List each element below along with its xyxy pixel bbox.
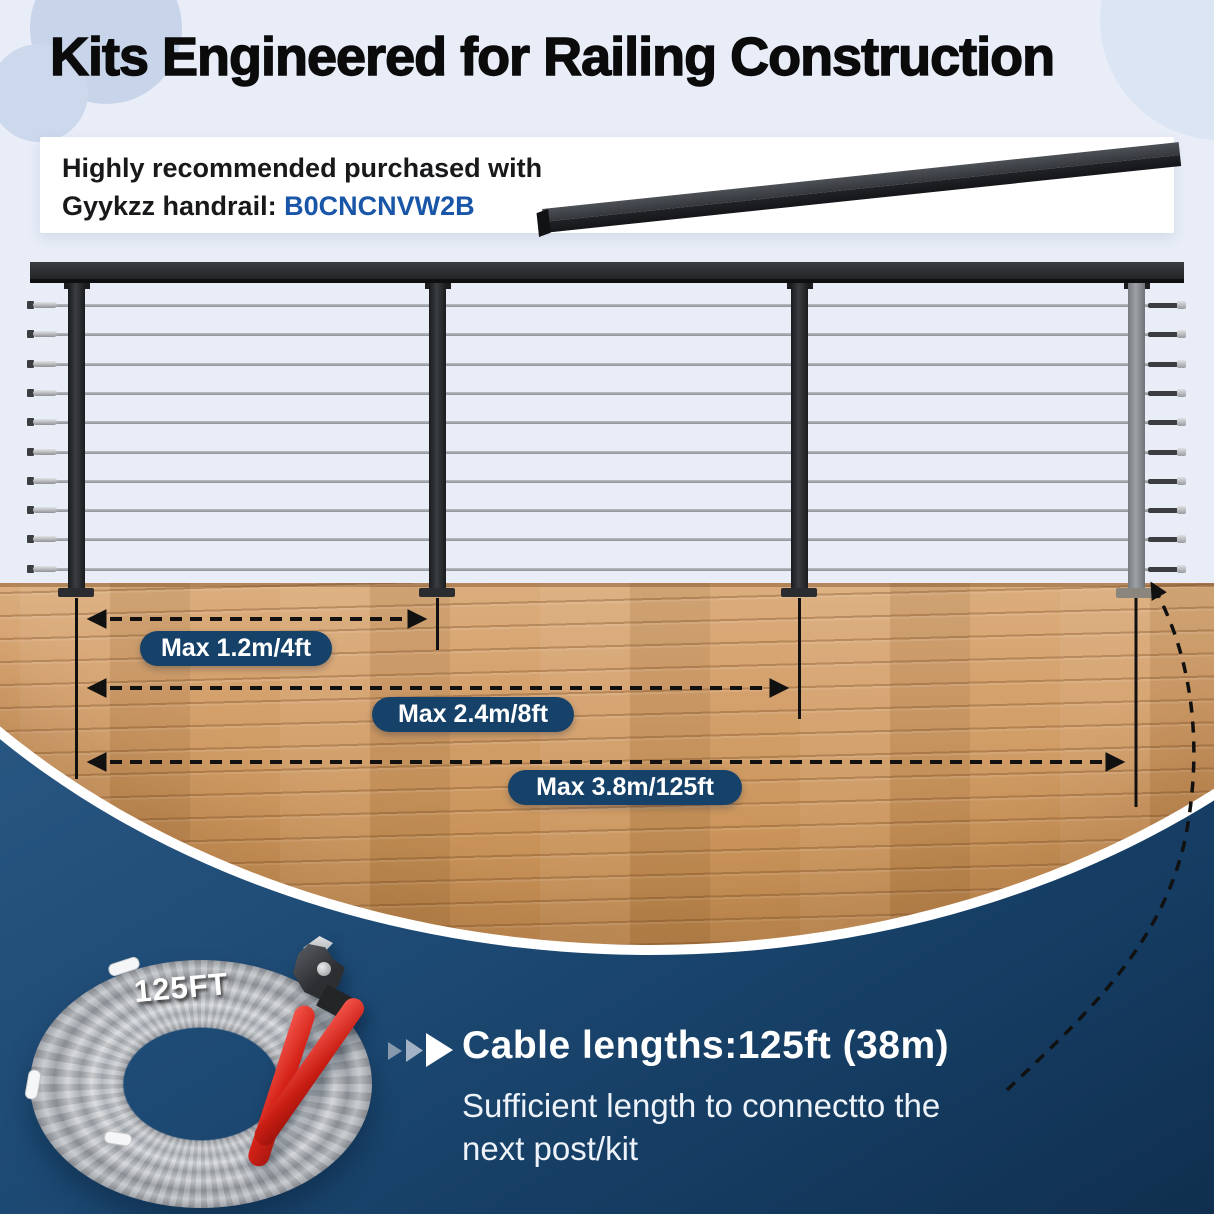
cable-fitting <box>27 448 34 456</box>
measurement-badge-125ft: Max 3.8m/125ft <box>508 770 742 805</box>
cable-fitting <box>1148 391 1178 396</box>
cable-line <box>33 304 1185 307</box>
railing-post-3 <box>791 283 808 590</box>
cable-fitting <box>1177 477 1186 485</box>
cable-line <box>33 480 1185 483</box>
measurement-badge-8ft: Max 2.4m/8ft <box>372 697 574 732</box>
recommendation-banner: Highly recommended purchased with Gyykzz… <box>40 137 1182 237</box>
cable-fitting <box>33 507 57 513</box>
cable-line <box>33 392 1185 395</box>
cable-line <box>33 509 1185 512</box>
railing-post-1 <box>68 283 85 590</box>
cable-line <box>33 421 1185 424</box>
cable-fitting <box>33 566 57 572</box>
cable-fitting <box>1148 332 1178 337</box>
cable-line <box>33 568 1185 571</box>
cable-fitting <box>33 361 57 367</box>
cable-fitting <box>1177 506 1186 514</box>
cable-fitting <box>27 565 34 573</box>
cable-fitting <box>1177 389 1186 397</box>
cable-fitting <box>33 331 57 337</box>
cable-fitting <box>1148 450 1178 455</box>
recommendation-line1: Highly recommended purchased with <box>62 153 543 183</box>
cable-fitting <box>27 477 34 485</box>
cable-fitting <box>1148 420 1178 425</box>
cable-coil-image <box>30 960 372 1208</box>
cable-length-headline: Cable lengths:125ft (38m) <box>462 1024 950 1067</box>
cable-fitting <box>1148 362 1178 367</box>
cable-length-description: Sufficient length to connectto the next … <box>462 1084 940 1170</box>
cable-fitting <box>33 478 57 484</box>
cable-fitting <box>1177 448 1186 456</box>
cable-fitting <box>1177 330 1186 338</box>
cable-line <box>33 333 1185 336</box>
railing-top-rail-underside <box>30 279 1184 283</box>
description-line1: Sufficient length to connectto the <box>462 1087 941 1124</box>
cable-fitting <box>33 419 57 425</box>
cable-line <box>33 451 1185 454</box>
handrail-front-face <box>543 155 1182 233</box>
cutter-bolt <box>317 962 331 976</box>
railing-post-2 <box>429 283 446 590</box>
cable-fitting <box>1177 535 1186 543</box>
cable-fitting <box>33 302 57 308</box>
cable-fitting <box>1177 565 1186 573</box>
cable-fitting <box>27 301 34 309</box>
railing-end-post-gray <box>1128 283 1145 590</box>
decor-circle-small <box>0 44 88 142</box>
recommendation-text: Highly recommended purchased with Gyykzz… <box>62 149 542 225</box>
recommendation-line2: Gyykzz handrail: B0CNCNVW2B <box>62 191 475 221</box>
cable-fitting <box>1148 303 1178 308</box>
railing-top-rail <box>30 262 1184 279</box>
handrail-end-cap <box>536 208 551 237</box>
cable-fitting <box>1177 418 1186 426</box>
post-base <box>419 588 455 597</box>
cable-fitting <box>27 330 34 338</box>
post-base <box>58 588 94 597</box>
measurement-badge-4ft: Max 1.2m/4ft <box>140 631 332 666</box>
description-line2: next post/kit <box>462 1130 639 1167</box>
cable-fitting <box>1148 508 1178 513</box>
cable-fitting <box>27 389 34 397</box>
page-title: Kits Engineered for Railing Construction <box>49 26 1055 87</box>
cable-fitting <box>1177 360 1186 368</box>
cable-fitting <box>27 535 34 543</box>
cable-fitting <box>1177 301 1186 309</box>
cable-fitting <box>27 506 34 514</box>
post-base <box>781 588 817 597</box>
post-base-gray <box>1116 588 1156 598</box>
cable-fitting <box>1148 567 1178 572</box>
cable-fitting <box>27 418 34 426</box>
cable-coil-texture <box>30 960 372 1208</box>
handrail-top-face <box>542 142 1180 222</box>
floor-wall-junction <box>0 583 1214 587</box>
cable-line <box>33 363 1185 366</box>
handrail-asin-code: B0CNCNVW2B <box>284 191 475 221</box>
cable-fitting <box>1148 479 1178 484</box>
cable-line <box>33 538 1185 541</box>
cable-fitting <box>1148 537 1178 542</box>
cable-fitting <box>33 536 57 542</box>
cable-fitting <box>33 390 57 396</box>
cable-fitting <box>33 449 57 455</box>
cable-fitting <box>27 360 34 368</box>
handrail-product-image <box>536 142 1182 237</box>
